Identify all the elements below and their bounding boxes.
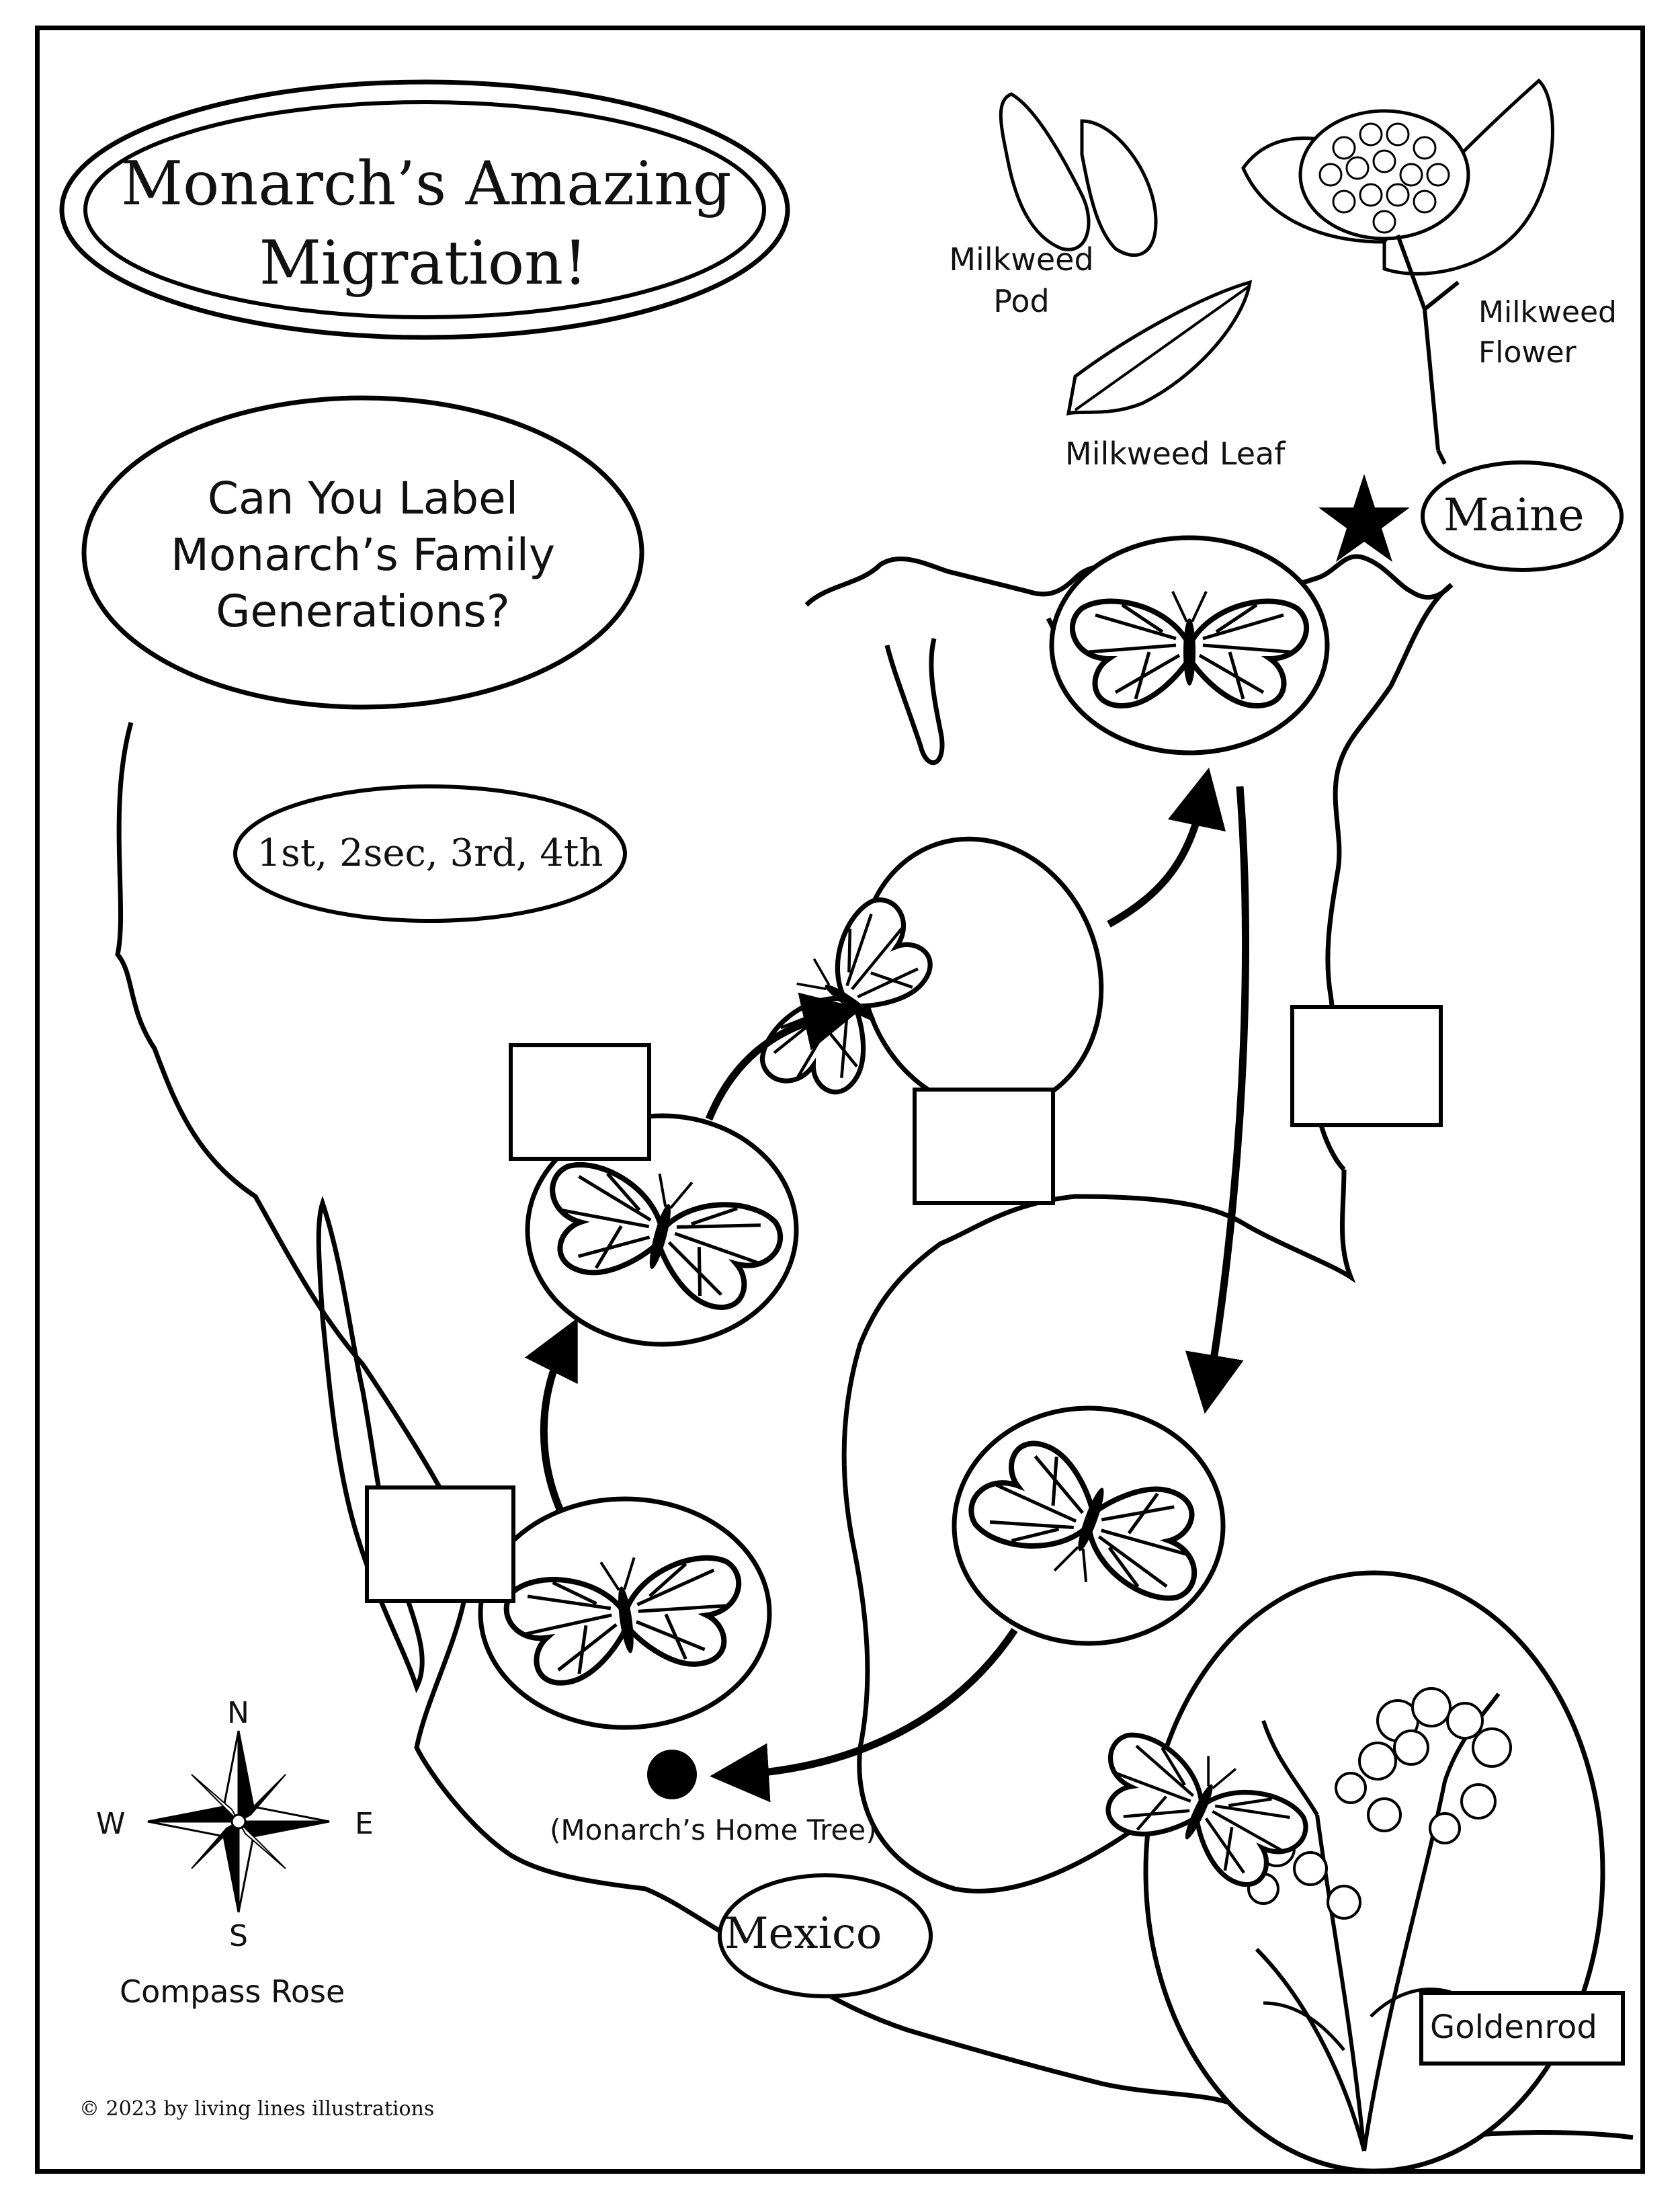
butterfly-oval-4 [1049,535,1330,756]
arrow-icon [1185,786,1249,1414]
goldenrod-icon [1143,1570,1605,2174]
compass-south-label: S [229,1919,248,1953]
milkweed-icon [999,78,1554,465]
flower-label-line-2: Flower [1478,335,1577,370]
goldenrod-label: Goldenrod [1430,2008,1597,2046]
page-title: Monarch’s Amazing Migration! [121,145,732,303]
question-line-2: Monarch’s Family [170,529,556,581]
maine-oval [1421,460,1624,572]
answer-box-2[interactable] [509,1043,651,1161]
star-icon [1318,474,1410,562]
question-line-1: Can You Label [207,473,519,524]
arrow-icon [705,992,862,1121]
arrow-icon [524,1317,578,1514]
butterfly-oval-2 [525,1113,799,1347]
title-inner-oval [83,100,766,319]
pod-label-line-2: Pod [993,283,1050,319]
milkweed-leaf-label: Milkweed Leaf [1065,436,1286,472]
mexico-oval [718,1873,933,1998]
gulf-coast [841,1169,1356,1893]
title-outer-oval [59,79,790,340]
compass-north-label: N [227,1696,249,1730]
copyright-notice: © 2023 by living lines illustrations [79,2097,435,2121]
milkweed-pod-label: Milkweed Pod [934,239,1109,322]
compass-west-label: W [96,1807,126,1841]
home-tree-label: (Monarch’s Home Tree) [550,1813,877,1846]
answer-box-4[interactable] [1290,1005,1443,1127]
question-prompt: Can You Label Monarch’s Family Generatio… [114,471,612,640]
arrow-icon [1107,767,1226,928]
milkweed-flower-label: Milkweed Flower [1478,292,1617,373]
question-oval [81,395,644,710]
maine-label: Maine [1443,489,1585,541]
flower-label-line-1: Milkweed [1478,295,1617,329]
compass-rose-icon [147,1730,330,1913]
baja-peninsula [316,1195,425,1694]
title-line-2: Migration! [259,228,588,298]
goldenrod-label-box [1419,1991,1625,2066]
generation-options: 1st, 2sec, 3rd, 4th [257,831,603,875]
question-line-3: Generations? [216,585,510,637]
arrow-icon [710,1627,1018,1803]
title-line-1: Monarch’s Amazing [121,149,732,219]
compass-caption: Compass Rose [120,1973,345,2010]
compass-east-label: E [355,1807,374,1841]
answer-box-1[interactable] [365,1485,515,1603]
page-border [35,26,1645,2174]
mexico-label: Mexico [724,1909,882,1959]
generations-oval [233,784,627,923]
answer-box-3[interactable] [913,1088,1055,1205]
butterfly-oval-1 [478,1496,772,1730]
butterfly-oval-5 [952,1405,1226,1646]
pod-label-line-1: Milkweed [949,241,1094,278]
coastline-outline [115,722,1634,2146]
home-tree-dot [647,1750,697,1799]
